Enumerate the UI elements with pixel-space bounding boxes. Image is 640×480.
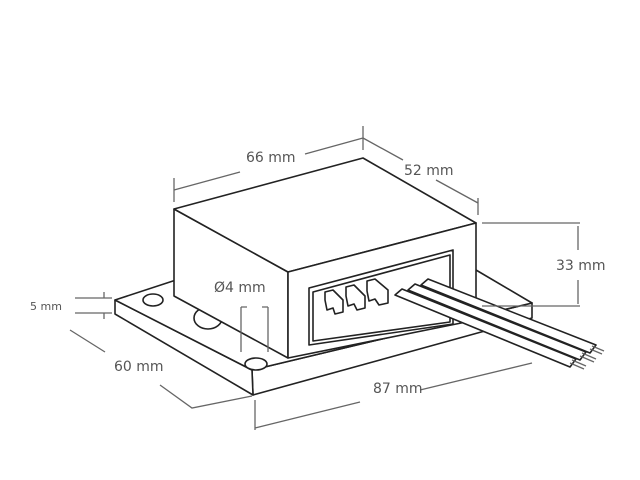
width-label: 66 mm	[246, 150, 296, 166]
mounting-hole	[244, 357, 268, 371]
base-thickness-label: 5 mm	[30, 300, 62, 313]
dimension-lines	[69, 126, 580, 430]
mounting-hole	[142, 293, 164, 307]
terminals	[324, 278, 389, 315]
height-label: 33 mm	[556, 258, 606, 274]
wires	[394, 278, 605, 370]
base-depth-label: 60 mm	[114, 359, 164, 375]
hole-diameter-label: Ø4 mm	[214, 280, 266, 296]
housing-box	[173, 157, 477, 359]
base-length-label: 87 mm	[373, 381, 423, 397]
depth-label: 52 mm	[404, 163, 454, 179]
